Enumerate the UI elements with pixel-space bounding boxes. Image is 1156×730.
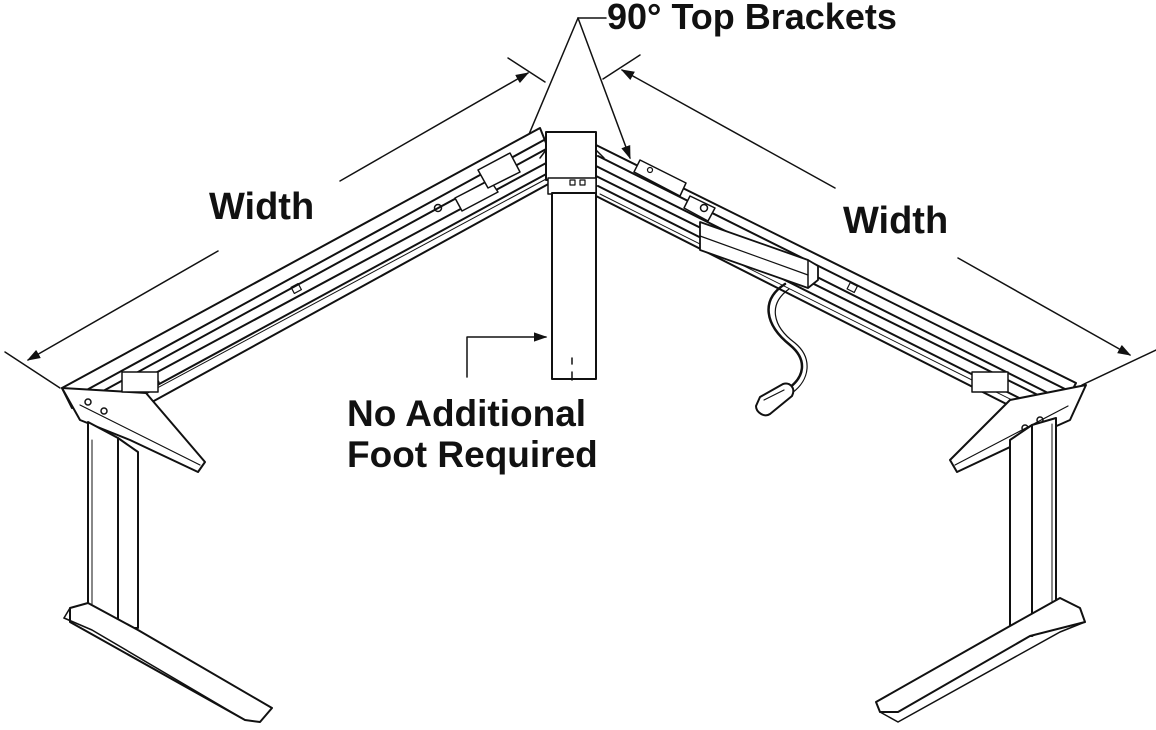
top-brackets-label: 90° Top Brackets [607,0,897,37]
right-leg [875,371,1087,723]
width-label-right: Width [843,200,949,242]
center-corner-leg [539,131,605,381]
note-leader [466,332,548,378]
hand-switch [755,382,795,417]
no-foot-note-line1: No Additional [347,393,587,434]
control-box [699,221,819,289]
no-foot-note-line2: Foot Required [347,434,598,476]
width-dimension-right [602,54,1156,386]
left-leg [61,371,273,723]
width-dimension-left [4,57,546,389]
width-label-left: Width [209,186,315,228]
hand-switch-cable [767,282,808,394]
no-foot-note: No Additional Foot Required [347,393,598,476]
